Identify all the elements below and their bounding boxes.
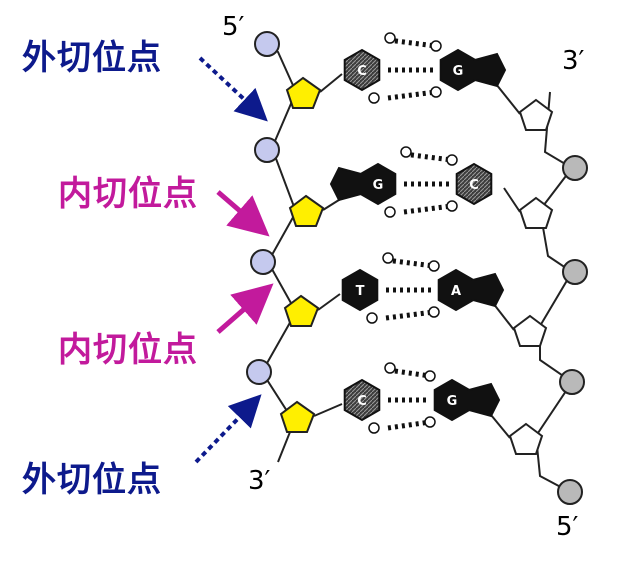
five-prime-top-label: 5′ [222, 12, 245, 42]
base-letter: G [447, 394, 458, 409]
glycosidic-bond [319, 73, 343, 93]
left-sugars [279, 76, 325, 433]
bond-atom [428, 306, 440, 318]
base-c: C [343, 378, 381, 422]
right-sugars [508, 98, 554, 455]
base-g: G [329, 162, 397, 206]
base-letter: G [453, 64, 464, 79]
bond-atom [424, 370, 436, 382]
bond-atom [384, 32, 396, 44]
five-prime-bottom-label: 5′ [556, 512, 579, 542]
three-prime-top-label: 3′ [562, 46, 585, 76]
left-phosphates [246, 31, 280, 385]
glycosidic-bond [313, 403, 343, 417]
base-t: T [341, 268, 379, 312]
hydrogen-bond [387, 419, 431, 431]
hydrogen-bond [387, 367, 431, 379]
hydrogen-bond [385, 257, 435, 269]
hydrogen-bond [387, 89, 437, 101]
base-c: C [455, 162, 493, 206]
bond-atom [430, 40, 442, 52]
exo-bottom-arrow [194, 394, 262, 464]
base-letter: G [373, 178, 384, 193]
right-backbone [534, 91, 574, 493]
base-letter: C [469, 178, 479, 193]
exo-top-arrow [198, 56, 268, 122]
bond-atom [384, 206, 396, 218]
hydrogen-bond [403, 203, 453, 215]
base-letter: C [357, 64, 367, 79]
base-a: A [437, 268, 505, 312]
base-letter: A [451, 284, 461, 299]
bond-atom [446, 200, 458, 212]
glycosidic-bond [317, 293, 341, 311]
endo-site-label-upper: 内切位点 [58, 174, 198, 214]
bond-atom [366, 312, 378, 324]
glycosidic-bond [503, 187, 521, 213]
bond-atom [446, 154, 458, 166]
hydrogen-bond [387, 37, 437, 49]
base-g: G [433, 378, 501, 422]
hydrogen-bond [403, 151, 453, 163]
right-phosphates [557, 155, 588, 505]
bond-atom [368, 422, 380, 434]
bond-atom [382, 252, 394, 264]
base-letter: T [356, 284, 365, 299]
three-prime-bottom-label: 3′ [248, 466, 271, 496]
endo-site-label-lower: 内切位点 [58, 330, 198, 370]
bond-atom [424, 416, 436, 428]
exo-site-label-bottom: 外切位点 [22, 460, 162, 500]
endo-upper-arrow [216, 190, 270, 237]
bond-atom [430, 86, 442, 98]
base-g: G [439, 48, 507, 92]
bond-atom [368, 92, 380, 104]
bond-atom [384, 362, 396, 374]
base-letter: C [357, 394, 367, 409]
exo-site-label-top: 外切位点 [22, 38, 162, 78]
endo-lower-arrow [216, 283, 274, 334]
hydrogen-bond [385, 309, 435, 321]
left-backbone [260, 43, 298, 463]
bond-atom [400, 146, 412, 158]
base-c: C [343, 48, 381, 92]
bond-atom [428, 260, 440, 272]
